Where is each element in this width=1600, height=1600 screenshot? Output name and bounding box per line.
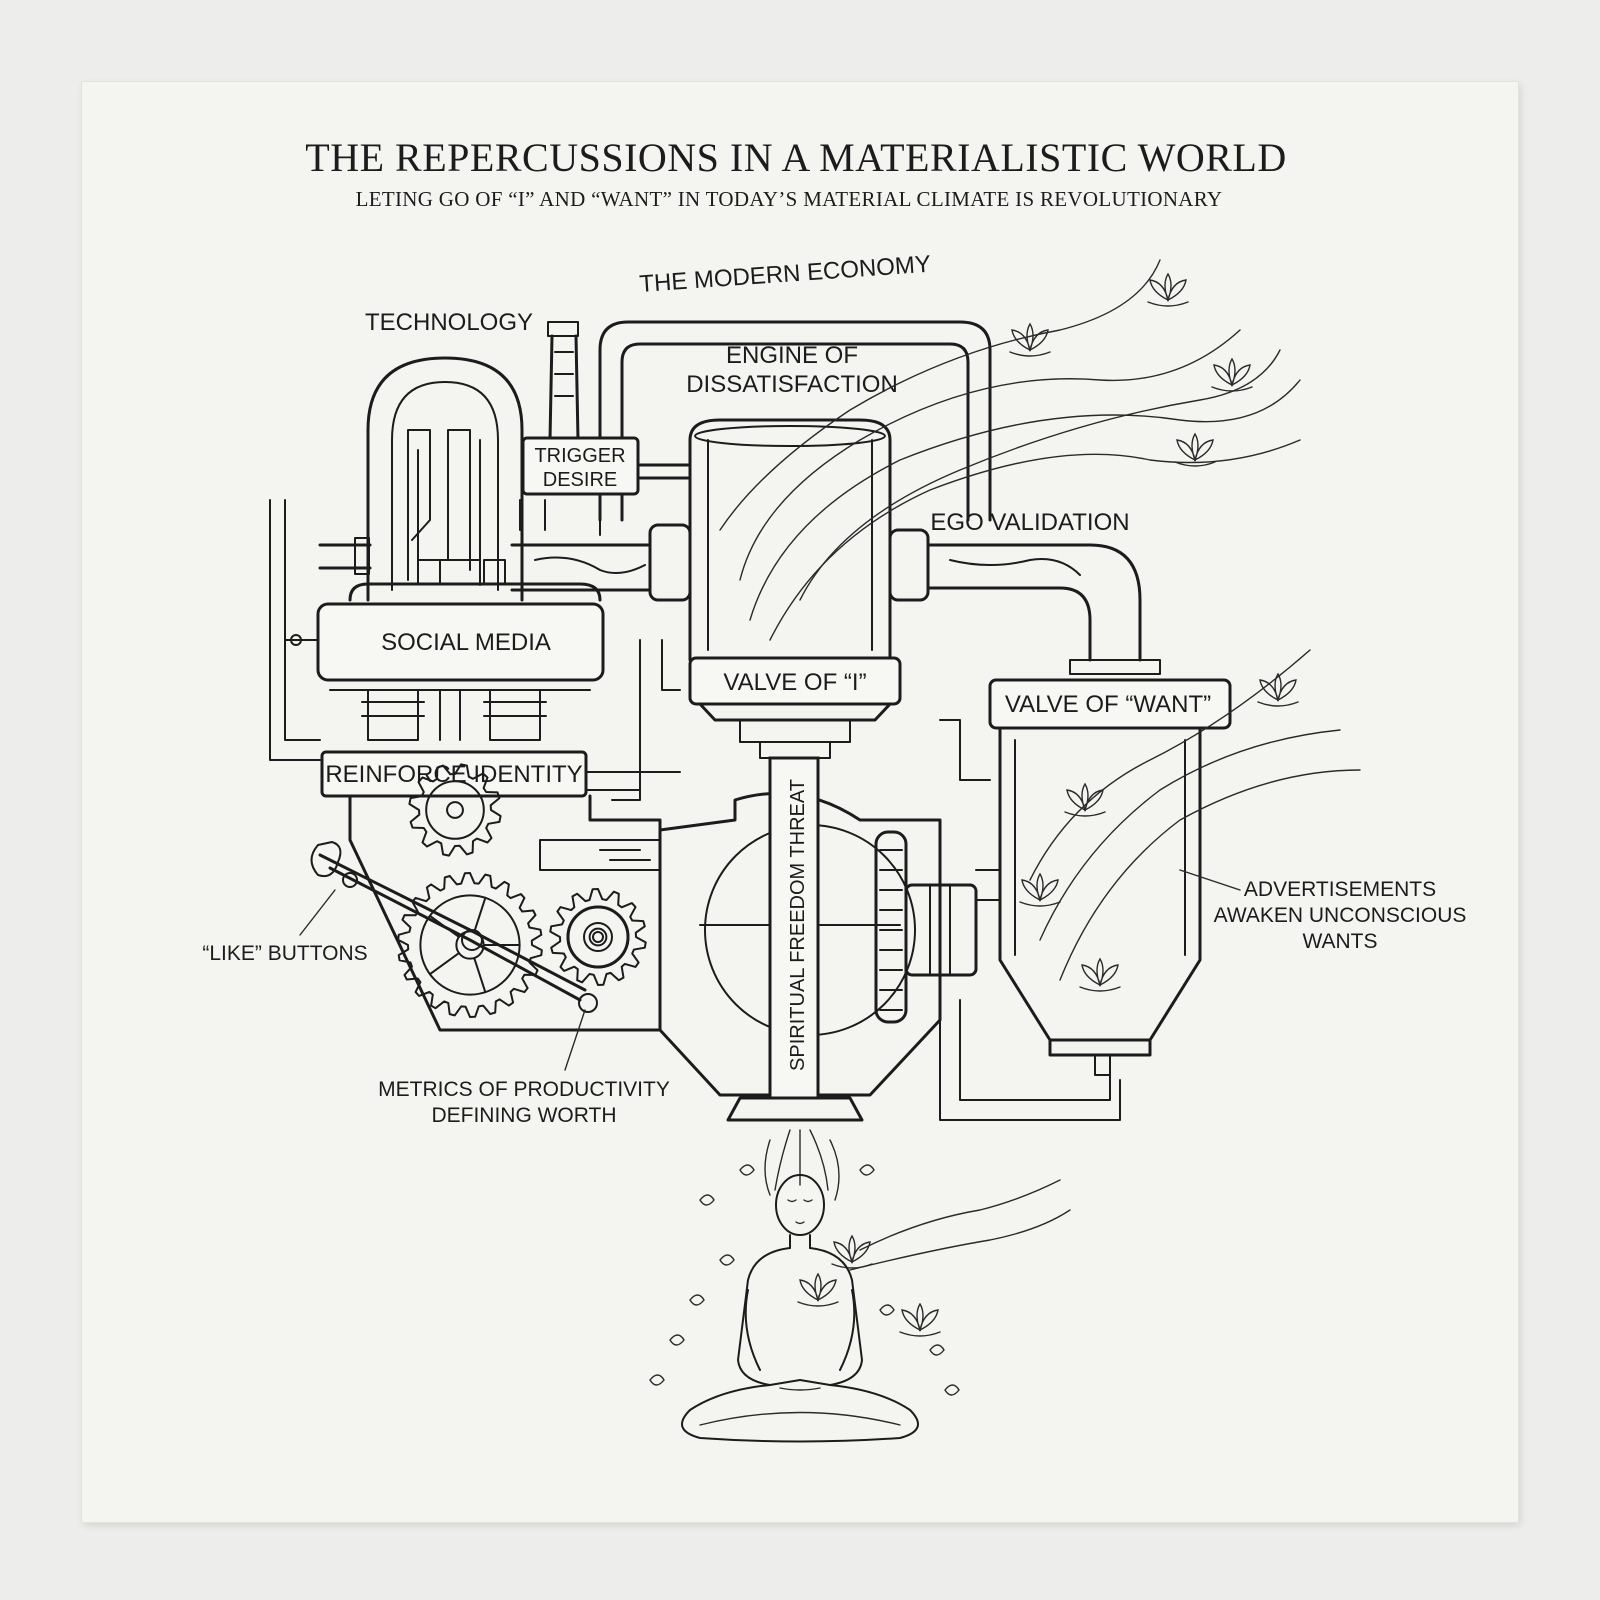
page-subtitle: LETING GO OF “I” AND “WANT” IN TODAY’S M… <box>356 187 1223 211</box>
trigger-desire-box <box>521 436 640 496</box>
technology-dome <box>366 356 524 602</box>
label-like-buttons: “LIKE” BUTTONS <box>202 942 367 965</box>
like-buttons-leader <box>299 889 336 936</box>
like-button-lever[interactable] <box>310 841 598 1013</box>
falling-leaves <box>649 1164 960 1396</box>
label-metrics-line1: METRICS OF PRODUCTIVITY <box>378 1078 670 1101</box>
lotus-icon <box>831 1234 873 1269</box>
label-spiritual-freedom-threat: SPIRITUAL FREEDOM THREAT <box>787 779 809 1071</box>
gear-icon <box>874 830 978 1024</box>
lotus-icon <box>899 1302 941 1337</box>
label-ads-line2: AWAKEN UNCONSCIOUS <box>1214 904 1467 927</box>
label-social-media: SOCIAL MEDIA <box>381 629 551 656</box>
label-trigger-line2: DESIRE <box>543 469 617 491</box>
lotus-icon <box>1147 272 1189 307</box>
label-technology: TECHNOLOGY <box>365 309 533 336</box>
lotus-icon <box>1064 782 1106 817</box>
label-engine-line1: ENGINE OF <box>726 342 858 369</box>
central-column <box>658 756 942 1122</box>
label-metrics-line2: DEFINING WORTH <box>431 1104 616 1127</box>
label-valve-i: VALVE OF “I” <box>723 669 866 696</box>
lotus-icon <box>1019 872 1061 907</box>
label-ads-line3: WANTS <box>1302 930 1377 953</box>
lotus-icon <box>1257 672 1299 707</box>
valve-of-i <box>688 656 902 759</box>
lotus-icon <box>1174 432 1216 467</box>
social-media-unit <box>316 559 605 741</box>
label-trigger-line1: TRIGGER <box>534 445 625 467</box>
advertisements-leader <box>1179 869 1241 891</box>
lotus-icon <box>1009 322 1051 357</box>
engine-cylinder <box>648 418 930 662</box>
meditating-figure-icon <box>681 1129 919 1443</box>
valve-of-want <box>939 659 1232 1121</box>
label-engine-line2: DISSATISFACTION <box>686 371 898 398</box>
lotus-icon <box>797 1272 839 1307</box>
gear-icon <box>549 888 647 986</box>
label-modern-economy: THE MODERN ECONOMY <box>639 251 932 298</box>
ego-validation-pipe <box>611 543 1142 801</box>
metrics-leader <box>564 1009 586 1071</box>
label-ego-validation: EGO VALIDATION <box>930 509 1129 536</box>
lotus-icon <box>1211 357 1253 392</box>
label-ads-line1: ADVERTISEMENTS <box>1244 878 1436 901</box>
gear-icon <box>408 763 502 857</box>
flowing-wisps <box>719 259 1361 1271</box>
page-title: THE REPERCUSSIONS IN A MATERIALISTIC WOR… <box>305 135 1286 180</box>
gear-icon <box>397 872 543 1018</box>
label-valve-want: VALVE OF “WANT” <box>1005 691 1211 718</box>
lotus-icon <box>1079 957 1121 992</box>
pulley <box>566 905 630 969</box>
left-pipes <box>269 463 692 761</box>
